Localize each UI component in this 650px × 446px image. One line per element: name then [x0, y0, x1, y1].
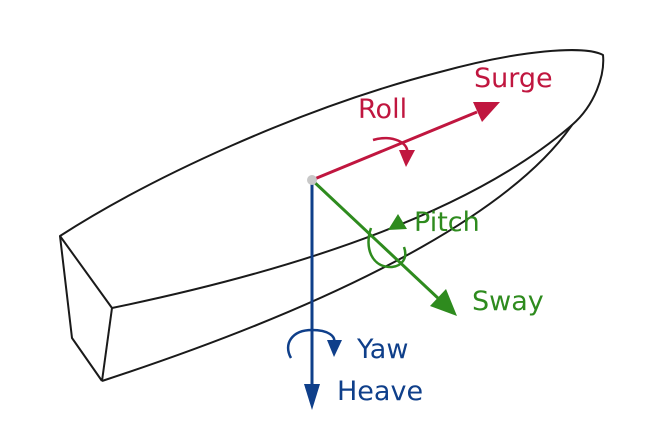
hull-transom-left — [59, 235, 103, 382]
pitch-label: Pitch — [414, 207, 480, 238]
surge-label: Surge — [474, 63, 553, 94]
heave-arrow-head — [304, 384, 320, 410]
yaw-rotation — [286, 328, 342, 359]
surge-axis — [311, 102, 500, 182]
sway-arrow-head — [430, 289, 457, 316]
hull-side — [101, 124, 573, 382]
origin-point — [307, 175, 317, 185]
pitch-arrow-head — [388, 214, 407, 230]
surge-arrow-shaft — [311, 110, 478, 182]
heave-label: Heave — [337, 376, 423, 407]
yaw-arc — [286, 328, 336, 359]
pitch-rotation — [367, 214, 407, 269]
yaw-label: Yaw — [356, 334, 408, 365]
roll-arrow-head — [399, 150, 415, 167]
pitch-arc — [367, 227, 407, 269]
sway-arrow-shaft — [310, 178, 442, 302]
surge-arrow-head — [473, 102, 500, 122]
hull — [59, 49, 605, 382]
hull-transom-right — [101, 307, 113, 382]
yaw-arrow-head — [327, 340, 342, 357]
heave-axis — [304, 180, 320, 410]
sway-label: Sway — [472, 286, 544, 317]
sway-axis — [310, 178, 457, 316]
roll-label: Roll — [358, 94, 407, 125]
roll-rotation — [372, 136, 415, 167]
